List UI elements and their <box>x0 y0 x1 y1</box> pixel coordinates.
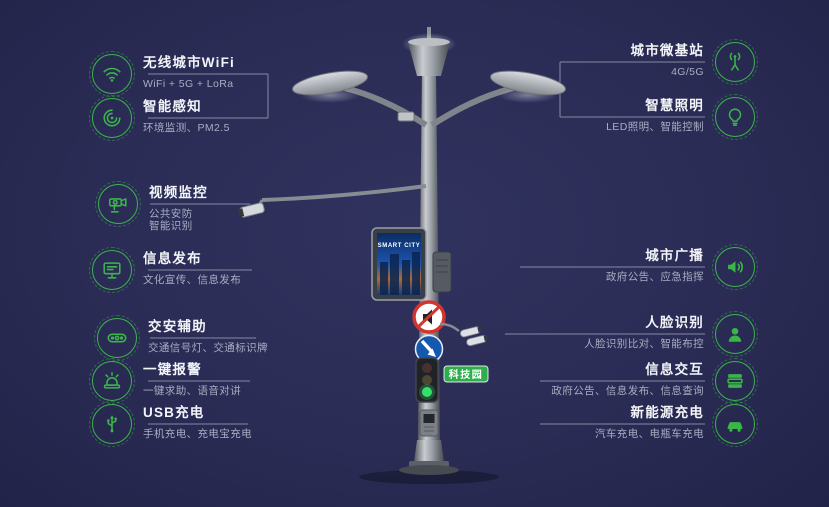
feature-title: 无线城市WiFi <box>143 55 235 70</box>
face-icon <box>712 311 758 357</box>
feature-title: 信息发布 <box>143 251 202 266</box>
equipment-cabinet <box>432 251 452 293</box>
ev-charging-icon <box>712 401 758 447</box>
feature-title: 交安辅助 <box>148 319 207 334</box>
feature-title: 新能源充电 <box>630 405 704 420</box>
feature-title: 智能感知 <box>143 99 202 114</box>
feature-video-surveillance: 视频监控 公共安防 智能识别 <box>95 181 208 232</box>
feature-title: 城市广播 <box>645 248 704 263</box>
feature-subtitle: 政府公告、应急指挥 <box>605 271 704 283</box>
wifi-icon <box>89 51 135 97</box>
feature-title: USB充电 <box>143 405 205 420</box>
feature-subtitle: 政府公告、信息发布、信息查询 <box>551 385 704 397</box>
feature-subtitle: 手机充电、充电宝充电 <box>143 428 252 440</box>
feature-subtitle: LED照明、智能控制 <box>606 121 704 133</box>
tech-park-tag: 科技园 <box>443 365 489 383</box>
feature-subtitle: 文化宣传、信息发布 <box>143 274 242 286</box>
feature-subtitle: 4G/5G <box>671 66 704 78</box>
dual-cameras <box>439 322 489 347</box>
feature-title: 智慧照明 <box>645 98 704 113</box>
feature-subtitle: 公共安防 智能识别 <box>149 208 193 232</box>
top-luminaire <box>402 27 456 76</box>
feature-subtitle: 汽车充电、电瓶车充电 <box>595 428 704 440</box>
feature-title: 信息交互 <box>645 362 704 377</box>
alarm-icon <box>89 358 135 404</box>
sensor-box <box>397 111 415 122</box>
no-honking-sign <box>412 300 446 334</box>
feature-title: 一键报警 <box>143 362 202 377</box>
feature-subtitle: WiFi + 5G + LoRa <box>143 78 234 90</box>
feature-info-publish: 信息发布 文化宣传、信息发布 <box>89 247 242 293</box>
feature-city-broadcast: 城市广播 政府公告、应急指挥 <box>605 244 758 290</box>
tech-park-label: 科技园 <box>449 368 484 381</box>
feature-subtitle: 人脸识别比对、智能布控 <box>584 338 704 350</box>
feature-ev-charging: 新能源充电 汽车充电、电瓶车充电 <box>595 401 758 447</box>
cctv-camera-icon <box>95 181 141 227</box>
feature-subtitle: 一键求助、语音对讲 <box>143 385 242 397</box>
lamp-arm-left <box>292 70 428 128</box>
feature-title: 视频监控 <box>149 185 208 200</box>
arrow-sign <box>414 334 444 364</box>
ground-shadow <box>359 470 499 484</box>
feature-smart-lighting: 智慧照明 LED照明、智能控制 <box>606 94 758 140</box>
pole-base <box>399 440 459 475</box>
feature-micro-base-station: 城市微基站 4G/5G <box>630 39 758 85</box>
cctv-arm <box>237 184 427 218</box>
screen-title: SMART CITY <box>378 243 421 249</box>
feature-subtitle: 环境监测、PM2.5 <box>143 122 230 134</box>
smart-sensing-icon <box>89 95 135 141</box>
feature-title: 城市微基站 <box>630 43 704 58</box>
feature-one-key-alarm: 一键报警 一键求助、语音对讲 <box>89 358 242 404</box>
lamp-arm-right <box>430 70 566 128</box>
feature-traffic-assist: 交安辅助 交通信号灯、交通标识牌 <box>94 315 268 361</box>
feature-title: 人脸识别 <box>645 315 704 330</box>
pole-shaft <box>418 70 440 440</box>
feature-info-exchange: 信息交互 政府公告、信息发布、信息查询 <box>551 358 758 404</box>
usb-icon <box>89 401 135 447</box>
antenna-icon <box>712 39 758 85</box>
led-display: SMART CITY <box>371 227 427 301</box>
info-exchange-icon <box>712 358 758 404</box>
screen-icon <box>89 247 135 293</box>
feature-smart-sensing: 智能感知 环境监测、PM2.5 <box>89 95 230 141</box>
traffic-light-icon <box>94 315 140 361</box>
feature-usb-charging: USB充电 手机充电、充电宝充电 <box>89 401 252 447</box>
feature-subtitle: 交通信号灯、交通标识牌 <box>148 342 268 354</box>
feature-wifi: 无线城市WiFi WiFi + 5G + LoRa <box>89 51 235 97</box>
traffic-light <box>415 357 439 403</box>
feature-face-recognition: 人脸识别 人脸识别比对、智能布控 <box>584 311 758 357</box>
bulb-icon <box>712 94 758 140</box>
usb-panel <box>419 409 439 437</box>
speaker-icon <box>712 244 758 290</box>
